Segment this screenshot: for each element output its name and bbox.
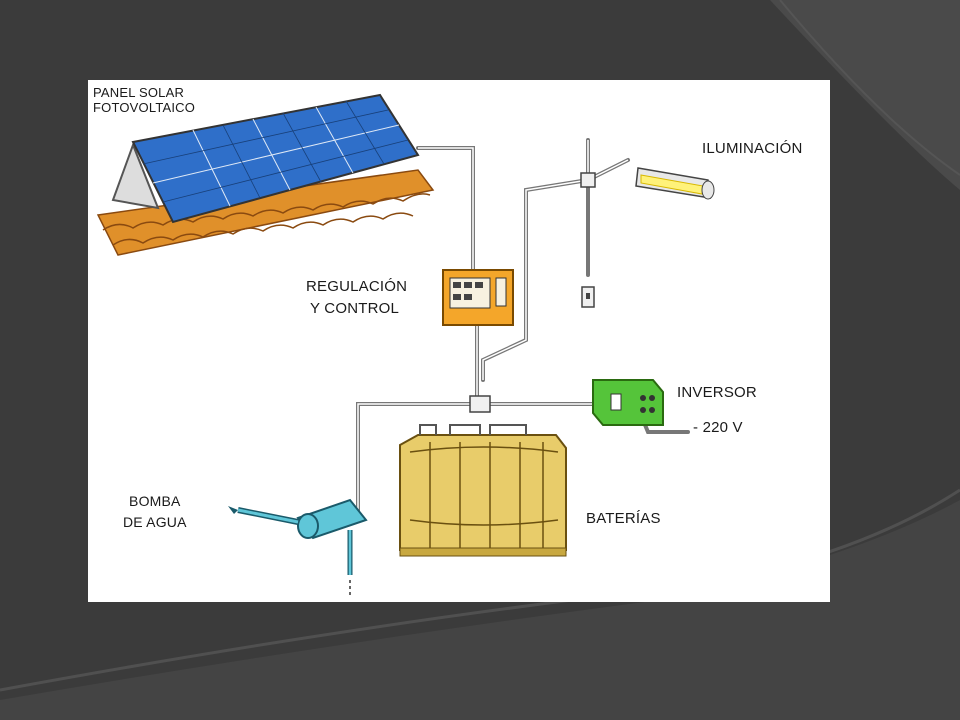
controller-box [442,269,514,326]
lamp [635,167,715,200]
junction-box-main [469,395,491,413]
bottom-swoosh [0,500,960,720]
regulation-label: REGULACIÓN Y CONTROL [306,278,408,317]
lighting-label: ILUMINACIÓN [702,140,803,157]
water-pump [228,498,368,598]
battery-bank [399,424,567,557]
diagram-panel: PANEL SOLAR FOTOVOLTAICO ILUMINACIÓN REG… [88,80,830,602]
inverter-box [592,379,664,426]
batteries-label: BATERÍAS [586,510,661,527]
solar-panel-label: PANEL SOLAR FOTOVOLTAICO [93,85,196,115]
inverter-label: INVERSOR [677,384,757,401]
voltage-label: - 220 V [693,419,743,436]
solar-system-diagram [96,93,715,598]
solar-panel [111,93,420,224]
pump-label: BOMBA DE AGUA [123,493,187,530]
junction-box-light [580,172,596,188]
